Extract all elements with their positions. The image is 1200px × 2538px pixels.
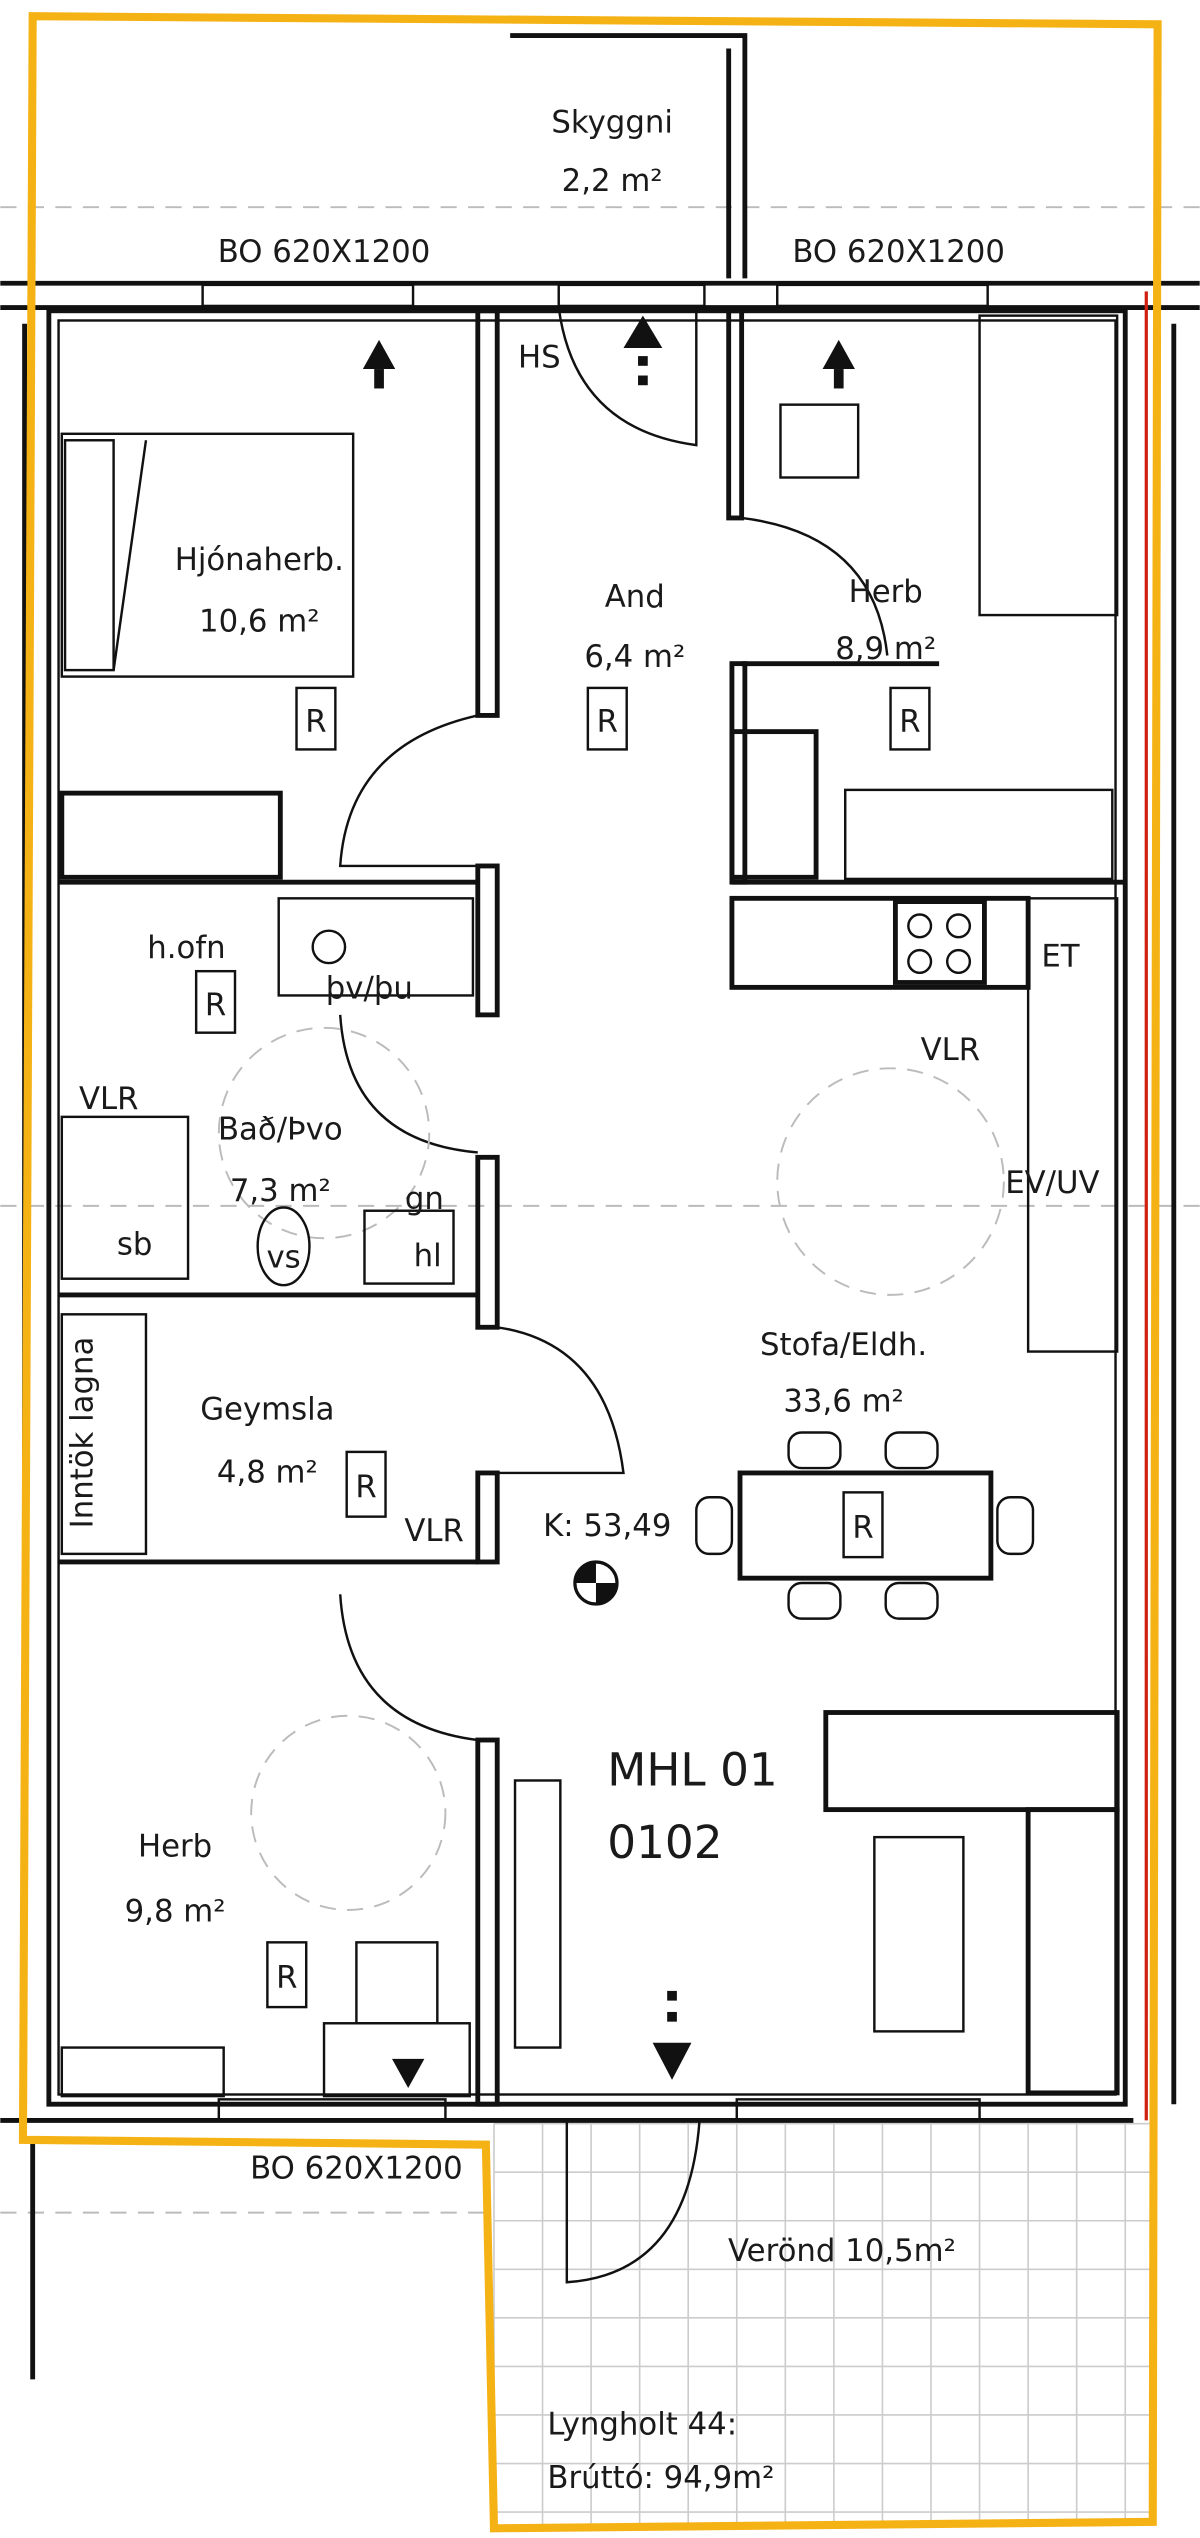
radiator-label: R bbox=[597, 704, 618, 740]
radiator-label: R bbox=[852, 1510, 873, 1546]
tv-unit bbox=[513, 1779, 562, 2049]
room-area-bedroom-2: 9,8 m² bbox=[125, 1893, 226, 1929]
veranda-grid bbox=[493, 2122, 1153, 2526]
dining-table bbox=[737, 1470, 994, 1581]
hs-label: HS bbox=[518, 339, 561, 375]
radiator-label: R bbox=[305, 704, 326, 740]
desk-chair bbox=[355, 1941, 439, 2025]
radiator-marker: R bbox=[586, 686, 628, 751]
room-name-master-bedroom: Hjónaherb. bbox=[175, 542, 344, 578]
double-bed bbox=[60, 432, 355, 678]
wardrobe bbox=[59, 790, 283, 880]
unit-outline bbox=[18, 12, 1162, 2533]
toilet bbox=[256, 1206, 311, 1287]
sink bbox=[363, 1209, 455, 1285]
evuv-label: EV/UV bbox=[1005, 1165, 1099, 1201]
gross-area-label: Brúttó: 94,9m² bbox=[547, 2460, 774, 2496]
vlr-label: VLR bbox=[921, 1032, 981, 1068]
room-name-bedroom: Herb bbox=[849, 574, 923, 610]
interior-walls bbox=[58, 308, 1126, 2107]
window-label: BO 620X1200 bbox=[218, 234, 431, 270]
radiator-marker: R bbox=[842, 1491, 884, 1559]
room-name-bathroom: Bað/Þvo bbox=[218, 1112, 343, 1148]
room-name-living-kitchen: Stofa/Eldh. bbox=[760, 1327, 927, 1363]
radiator-label: R bbox=[276, 1960, 297, 1996]
room-area-bedroom: 8,9 m² bbox=[835, 631, 936, 667]
room-area-skyggni: 2,2 m² bbox=[562, 163, 663, 199]
vlr-label: VLR bbox=[79, 1081, 139, 1117]
room-name-storage: Geymsla bbox=[200, 1392, 334, 1428]
radiator-label: R bbox=[205, 987, 226, 1023]
shelving bbox=[60, 1313, 148, 1556]
radiator-markers: R R R R R R R bbox=[194, 686, 931, 2009]
washer-label: þv/þu bbox=[326, 971, 413, 1007]
toilet-label: vs bbox=[266, 1239, 300, 1275]
hofn-label: h.ofn bbox=[147, 930, 225, 966]
sink-label: hl bbox=[414, 1238, 442, 1274]
washer-dryer bbox=[277, 897, 475, 997]
utility-inlet-label: Inntök lagna bbox=[65, 1337, 101, 1529]
room-name-hall: And bbox=[605, 579, 665, 615]
fridge-column bbox=[1026, 897, 1119, 1353]
radiator-marker: R bbox=[889, 686, 931, 751]
shower bbox=[60, 1115, 190, 1280]
et-label: ET bbox=[1041, 938, 1079, 974]
gn-label: gn bbox=[405, 1181, 444, 1217]
vlr-label: VLR bbox=[404, 1513, 464, 1549]
radiator-marker: R bbox=[266, 1941, 308, 2009]
room-name-veranda: Verönd 10,5m² bbox=[728, 2233, 956, 2269]
address-label: Lyngholt 44: bbox=[547, 2406, 737, 2442]
room-area-hall: 6,4 m² bbox=[584, 639, 685, 675]
radiator-label: R bbox=[355, 1469, 376, 1505]
level-marker-icon bbox=[573, 1560, 619, 1606]
window-label: BO 620X1200 bbox=[250, 2151, 463, 2187]
window-label: BO 620X1200 bbox=[792, 234, 1005, 270]
escape-arrows bbox=[362, 315, 855, 2089]
bed bbox=[60, 2046, 225, 2098]
sofa bbox=[823, 1710, 1120, 1813]
door-swings bbox=[217, 307, 1005, 2284]
coffee-table bbox=[873, 1835, 965, 2033]
room-name-bedroom-2: Herb bbox=[138, 1829, 212, 1865]
room-area-storage: 4,8 m² bbox=[217, 1455, 318, 1491]
radiator-marker: R bbox=[295, 686, 337, 751]
shower-label: sb bbox=[117, 1226, 153, 1262]
room-area-master-bedroom: 10,6 m² bbox=[199, 603, 320, 639]
room-area-living-kitchen: 33,6 m² bbox=[783, 1383, 904, 1419]
unit-id: MHL 01 bbox=[607, 1743, 777, 1796]
windows bbox=[201, 283, 989, 2122]
single-bed bbox=[978, 314, 1119, 617]
radiator-label: R bbox=[899, 704, 920, 740]
stove bbox=[892, 899, 987, 985]
room-area-bathroom: 7,3 m² bbox=[230, 1173, 331, 1209]
exterior-walls bbox=[0, 33, 1200, 2380]
unit-number: 0102 bbox=[607, 1816, 722, 1869]
room-name-skyggni: Skyggni bbox=[551, 105, 673, 141]
volume-label: K: 53,49 bbox=[543, 1508, 671, 1544]
radiator-marker: R bbox=[345, 1450, 387, 1518]
labels: Skyggni 2,2 m² BO 620X1200 BO 620X1200 B… bbox=[65, 105, 1100, 2496]
desk bbox=[322, 2022, 471, 2098]
radiator-marker: R bbox=[194, 969, 237, 1034]
furniture bbox=[59, 314, 1120, 2098]
